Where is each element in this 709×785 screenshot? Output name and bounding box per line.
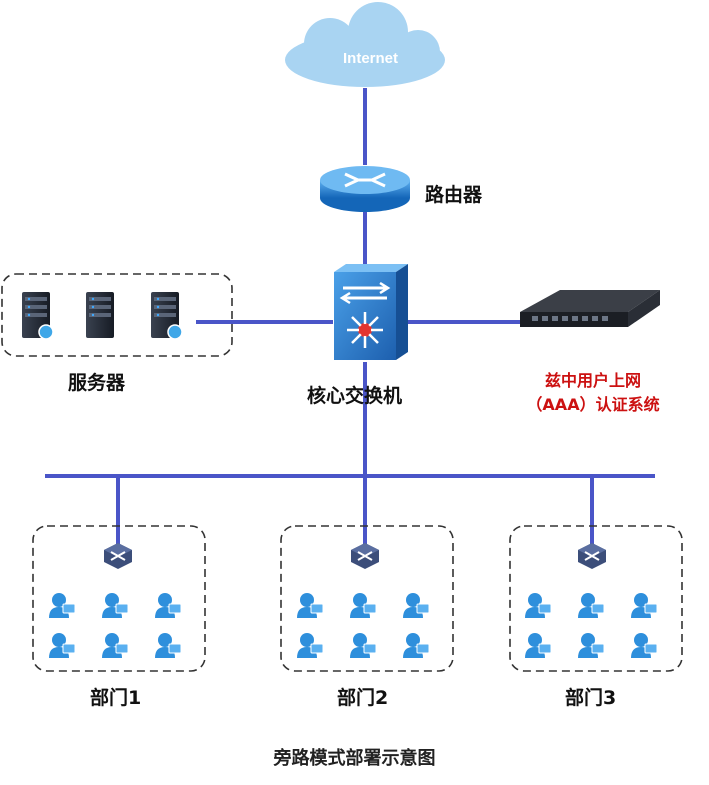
department-3-users — [524, 592, 658, 659]
user-icon — [349, 632, 377, 659]
rack-appliance-icon — [520, 290, 660, 327]
internet-label: Internet — [343, 50, 399, 67]
access-switch-icon — [350, 542, 380, 570]
department-2-box — [280, 525, 454, 672]
user-icon — [577, 592, 605, 619]
user-icon — [524, 632, 552, 659]
department-3-box — [509, 525, 683, 672]
user-icon — [402, 592, 430, 619]
server-group-box — [1, 273, 233, 357]
user-icon — [402, 632, 430, 659]
department-2-label: 部门2 — [337, 687, 389, 709]
department-1-label: 部门1 — [90, 687, 142, 709]
servers-label: 服务器 — [68, 372, 126, 394]
user-icon — [630, 632, 658, 659]
user-icon — [101, 632, 129, 659]
user-icon — [48, 632, 76, 659]
user-icon — [154, 592, 182, 619]
diagram-caption: 旁路模式部署示意图 — [273, 748, 436, 769]
router-icon — [320, 166, 410, 212]
layer3-switch-icon — [334, 264, 408, 360]
user-icon — [630, 592, 658, 619]
cloud-icon — [285, 2, 445, 87]
auth-system-label-line1: 兹中用户上网 — [544, 371, 641, 390]
access-switch-icon — [103, 542, 133, 570]
core-switch-label: 核心交换机 — [307, 385, 403, 407]
user-icon — [48, 592, 76, 619]
user-icon — [101, 592, 129, 619]
links — [45, 88, 655, 545]
user-icon — [349, 592, 377, 619]
user-icon — [154, 632, 182, 659]
department-3-label: 部门3 — [565, 687, 617, 709]
router-label: 路由器 — [425, 184, 483, 206]
auth-system-label-line2: （AAA）认证系统 — [526, 395, 660, 414]
user-icon — [577, 632, 605, 659]
department-2-users — [296, 592, 430, 659]
server-icon — [86, 292, 114, 338]
user-icon — [296, 632, 324, 659]
server-icon — [22, 292, 54, 340]
server-icon — [151, 292, 183, 340]
access-switch-icon — [577, 542, 607, 570]
user-icon — [524, 592, 552, 619]
user-icon — [296, 592, 324, 619]
department-1-users — [48, 592, 182, 659]
department-1-box — [32, 525, 206, 672]
